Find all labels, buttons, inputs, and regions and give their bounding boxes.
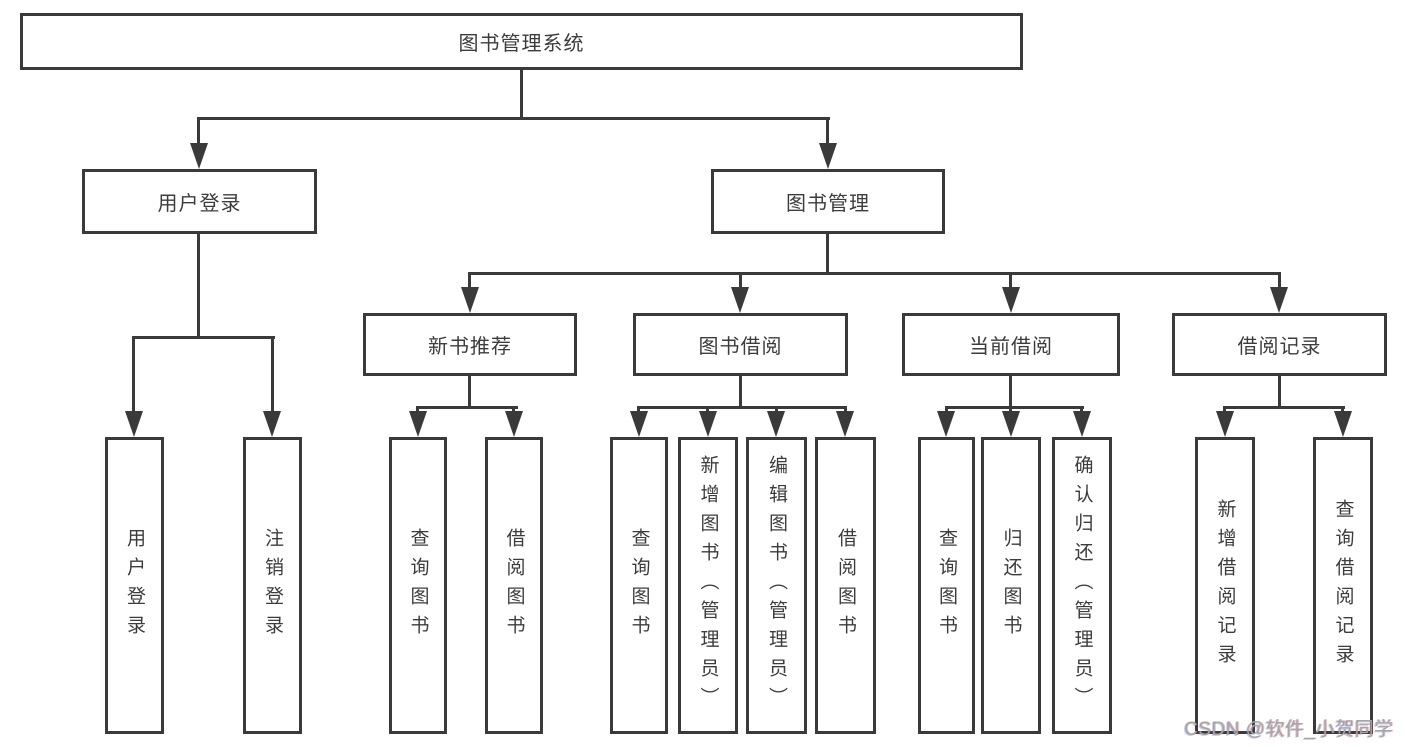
connector-line bbox=[197, 117, 830, 120]
arrow-down-icon bbox=[819, 143, 837, 169]
connector-line bbox=[1223, 406, 1345, 409]
leaf-label: 查询图书 bbox=[407, 527, 429, 644]
connector-line bbox=[512, 406, 515, 414]
connector-line bbox=[468, 272, 471, 292]
connector-line bbox=[844, 406, 847, 414]
arrow-down-icon bbox=[937, 411, 955, 437]
leaf-logout: 注销登录 bbox=[243, 437, 302, 734]
connector-line bbox=[416, 406, 518, 409]
arrow-down-icon bbox=[1002, 411, 1020, 437]
node-label: 图书借阅 bbox=[698, 336, 783, 358]
node-label: 图书管理 bbox=[786, 193, 870, 215]
node-label: 图书管理系统 bbox=[458, 33, 585, 55]
node-label: 借阅记录 bbox=[1237, 336, 1322, 358]
arrow-down-icon bbox=[630, 411, 648, 437]
connector-line bbox=[1080, 406, 1083, 414]
leaf-borrow-book-recommend: 借阅图书 bbox=[485, 437, 543, 734]
connector-line bbox=[1009, 272, 1012, 292]
arrow-down-icon bbox=[767, 411, 785, 437]
leaf-label: 新增借阅记录 bbox=[1214, 498, 1236, 673]
leaf-edit-book-admin: 编辑图书（管理员） bbox=[746, 437, 807, 734]
arrow-down-icon bbox=[125, 411, 143, 437]
leaf-label: 编辑图书（管理员） bbox=[766, 455, 787, 716]
leaf-return-book: 归还图书 bbox=[981, 437, 1041, 734]
connector-line bbox=[945, 406, 1084, 409]
connector-line bbox=[1278, 376, 1281, 409]
connector-line bbox=[271, 336, 274, 413]
arrow-down-icon bbox=[409, 411, 427, 437]
connector-line bbox=[637, 406, 640, 414]
node-user-login: 用户登录 bbox=[82, 169, 317, 234]
leaf-label: 借阅图书 bbox=[503, 527, 525, 644]
node-borrow-records: 借阅记录 bbox=[1172, 313, 1387, 376]
node-label: 用户登录 bbox=[157, 193, 242, 215]
connector-line bbox=[520, 70, 523, 118]
node-book-management: 图书管理 bbox=[711, 169, 945, 234]
connector-line bbox=[1341, 406, 1344, 414]
arrow-down-icon bbox=[505, 411, 523, 437]
connector-line bbox=[739, 376, 742, 409]
leaf-query-borrow-record: 查询借阅记录 bbox=[1313, 437, 1373, 734]
leaf-confirm-return-admin: 确认归还（管理员） bbox=[1052, 437, 1112, 734]
csdn-watermark: CSDN @软件_小贺同学 bbox=[1184, 719, 1394, 740]
arrow-down-icon bbox=[1073, 411, 1091, 437]
leaf-query-book-current: 查询图书 bbox=[918, 437, 975, 734]
arrow-down-icon bbox=[1216, 411, 1234, 437]
leaf-borrow-book: 借阅图书 bbox=[815, 437, 876, 734]
connector-line bbox=[468, 376, 471, 409]
leaf-label: 查询借阅记录 bbox=[1332, 498, 1354, 673]
connector-line bbox=[1278, 272, 1281, 292]
connector-line bbox=[1009, 406, 1012, 414]
leaf-label: 查询图书 bbox=[936, 527, 957, 644]
leaf-query-book-borrowing: 查询图书 bbox=[610, 437, 668, 734]
arrow-down-icon bbox=[1334, 411, 1352, 437]
connector-line bbox=[739, 272, 742, 292]
connector-line bbox=[706, 406, 709, 414]
connector-line bbox=[945, 406, 948, 414]
node-label: 新书推荐 bbox=[428, 336, 512, 358]
node-new-book-recommend: 新书推荐 bbox=[363, 313, 577, 376]
arrow-down-icon bbox=[263, 411, 281, 437]
arrow-down-icon bbox=[699, 411, 717, 437]
connector-line bbox=[197, 117, 200, 147]
leaf-label: 确认归还（管理员） bbox=[1071, 455, 1093, 716]
connector-line bbox=[826, 234, 829, 275]
leaf-label: 新增图书（管理员） bbox=[697, 455, 719, 716]
node-current-borrowing: 当前借阅 bbox=[902, 313, 1120, 376]
leaf-label: 注销登录 bbox=[262, 527, 283, 644]
node-label: 当前借阅 bbox=[969, 336, 1053, 358]
connector-line bbox=[1009, 376, 1012, 409]
connector-line bbox=[826, 117, 829, 147]
connector-line bbox=[132, 336, 135, 413]
connector-line bbox=[637, 406, 847, 409]
connector-line bbox=[197, 234, 200, 339]
leaf-label: 查询图书 bbox=[628, 527, 650, 644]
connector-line bbox=[1223, 406, 1226, 414]
leaf-add-book-admin: 新增图书（管理员） bbox=[678, 437, 738, 734]
arrow-down-icon bbox=[1270, 287, 1288, 313]
leaf-label: 用户登录 bbox=[124, 527, 145, 644]
connector-line bbox=[468, 272, 1281, 275]
arrow-down-icon bbox=[731, 287, 749, 313]
arrow-down-icon bbox=[1002, 287, 1020, 313]
leaf-label: 归还图书 bbox=[1000, 527, 1022, 644]
arrow-down-icon bbox=[190, 143, 208, 169]
connector-line bbox=[132, 336, 275, 339]
arrow-down-icon bbox=[461, 287, 479, 313]
connector-line bbox=[416, 406, 419, 414]
arrow-down-icon bbox=[836, 411, 854, 437]
leaf-query-book-recommend: 查询图书 bbox=[389, 437, 447, 734]
leaf-add-borrow-record: 新增借阅记录 bbox=[1195, 437, 1255, 734]
leaf-user-login: 用户登录 bbox=[105, 437, 164, 734]
leaf-label: 借阅图书 bbox=[835, 527, 856, 644]
node-book-borrowing: 图书借阅 bbox=[633, 313, 848, 376]
connector-line bbox=[775, 406, 778, 414]
node-library-system: 图书管理系统 bbox=[20, 13, 1023, 70]
